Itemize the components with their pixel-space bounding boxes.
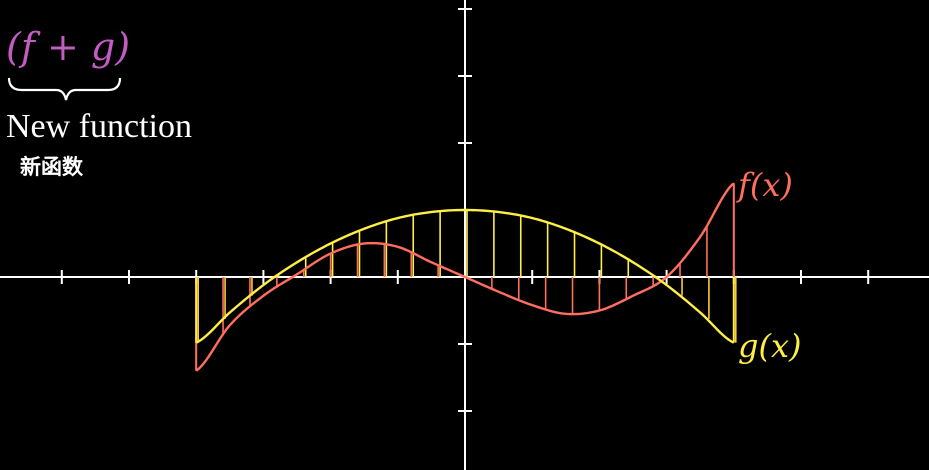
new-function-label: New function — [6, 108, 192, 145]
curve-layer — [195, 182, 735, 372]
underbrace — [7, 77, 122, 101]
label-layer: f(x) g(x) — [736, 166, 802, 365]
f-curve — [195, 182, 735, 372]
f-curve-label: f(x) — [736, 166, 793, 204]
g-curve — [195, 208, 735, 344]
hatch-layer — [195, 183, 737, 371]
sum-expression: (f + g) — [6, 25, 130, 69]
header-annotation: (f + g) New function 新函数 — [6, 25, 192, 179]
g-curve-label: g(x) — [738, 327, 802, 365]
chinese-new-function-label: 新函数 — [20, 155, 84, 179]
